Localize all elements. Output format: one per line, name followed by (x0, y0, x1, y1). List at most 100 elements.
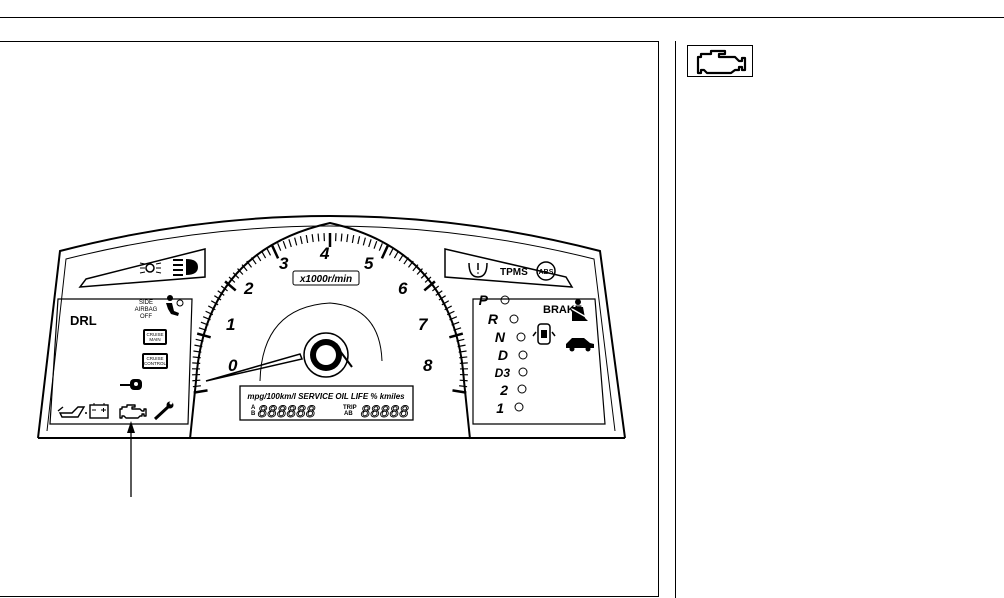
tach-tick (192, 356, 201, 359)
tach-tick (214, 295, 222, 301)
airbag-person-icon (166, 295, 184, 316)
airbag-line-1: SIDE (139, 300, 153, 306)
tach-tick (378, 243, 383, 251)
tachometer: 0 1 2 3 4 5 6 7 8 x1000r/min mpg/100km/l… (189, 221, 471, 440)
maintenance-wrench-icon (153, 401, 174, 421)
cruise-control-badge: CRUISE CONTROL (142, 353, 168, 369)
tach-tick (311, 234, 314, 243)
tach-tick (444, 305, 452, 311)
tpms-icon (468, 262, 488, 278)
tach-tick (438, 295, 446, 301)
cruise-main-badge: CRUISE MAIN (143, 329, 167, 345)
gear-p: P (479, 292, 489, 308)
tach-2: 2 (243, 279, 254, 298)
tach-tick (271, 245, 280, 259)
headlight-icon (173, 259, 198, 276)
tach-tick (456, 338, 465, 342)
tach-tick (373, 240, 378, 249)
tach-tick (357, 236, 361, 245)
door-open-icon (532, 323, 556, 345)
tach-tick (228, 276, 236, 283)
oil-pressure-icon (57, 406, 87, 418)
callout-pointer (127, 421, 135, 497)
tach-tick (458, 350, 467, 353)
lcd-b: B (251, 411, 256, 417)
tach-tick (237, 268, 244, 275)
tach-tick (246, 260, 253, 268)
svg-text:CONTROL: CONTROL (144, 361, 166, 366)
lcd-trip-value: 88888 (361, 402, 409, 421)
tach-tick (195, 338, 204, 342)
tach-tick (449, 316, 458, 321)
tach-tick (393, 250, 399, 259)
check-engine-icon (687, 45, 753, 77)
column-divider (675, 41, 676, 598)
tach-0: 0 (228, 356, 238, 375)
tach-tick (208, 305, 216, 311)
lcd-header: mpg/100km/l SERVICE OIL LIFE % kmiles (247, 392, 405, 401)
tach-tick (388, 248, 394, 256)
drl-label: DRL (70, 313, 97, 328)
tach-tick (232, 272, 240, 279)
tach-tick (446, 310, 455, 316)
seatbelt-icon (571, 299, 588, 321)
gear-indicator: P R N D D3 2 1 (479, 292, 528, 416)
gear-d: D (498, 347, 508, 363)
tach-4: 4 (319, 244, 330, 263)
tach-tick (451, 321, 460, 326)
lcd-trip: TRIP (343, 405, 357, 411)
tach-tick (282, 240, 287, 249)
tach-tick (202, 316, 211, 321)
tach-tick (398, 253, 404, 262)
tach-tick (220, 285, 228, 292)
tach-tick (217, 290, 225, 296)
tach-tick (193, 350, 202, 353)
tach-unit: x1000r/min (299, 274, 352, 285)
gear-r: R (488, 311, 499, 327)
tach-tick (196, 332, 211, 339)
tpms-label: TPMS (500, 267, 528, 278)
battery-icon (89, 403, 109, 419)
gear-1: 1 (496, 400, 504, 416)
parking-light-icon (139, 262, 162, 274)
tach-tick (261, 250, 267, 259)
gear-n: N (495, 329, 506, 345)
top-rule (0, 17, 1004, 18)
immobilizer-key-icon (120, 379, 142, 390)
tach-tick (380, 245, 389, 259)
tach-tick (200, 321, 209, 326)
tach-tick (362, 237, 366, 246)
tach-tick (317, 233, 320, 242)
tach-tick (441, 300, 450, 306)
figure-frame (0, 41, 659, 597)
tach-tick (346, 234, 349, 243)
tach-tick (241, 264, 248, 272)
tach-tick (192, 385, 201, 388)
tach-tick (210, 300, 219, 306)
tach-5: 5 (364, 254, 374, 273)
tach-1: 1 (226, 315, 235, 334)
svg-text:CRUISE: CRUISE (146, 356, 163, 361)
tach-tick (412, 264, 419, 272)
tach-tick (452, 389, 467, 394)
tach-tick (256, 253, 262, 262)
airbag-line-3: OFF (140, 314, 152, 320)
tach-tick (192, 379, 201, 382)
tach-tick (251, 257, 257, 265)
airbag-line-2: AIRBAG (135, 307, 158, 313)
tach-tick (305, 234, 309, 244)
lcd-ab: AB (344, 411, 353, 417)
svg-text:CRUISE: CRUISE (146, 332, 163, 337)
tach-tick (459, 379, 468, 382)
tach-tick (407, 260, 414, 268)
tach-tick (459, 385, 468, 388)
gear-2: 2 (499, 382, 508, 398)
car-icon (566, 338, 594, 352)
tach-tick (459, 356, 468, 359)
tach-tick (424, 276, 432, 283)
gear-d3: D3 (495, 366, 511, 380)
instrument-cluster-figure: TPMS ABS DRL SIDE AIRBAG OFF CRUISE MAIN… (37, 215, 626, 497)
tach-tick (351, 234, 355, 244)
tach-tick (457, 344, 466, 348)
lcd-odometer: 888888 (258, 402, 316, 421)
